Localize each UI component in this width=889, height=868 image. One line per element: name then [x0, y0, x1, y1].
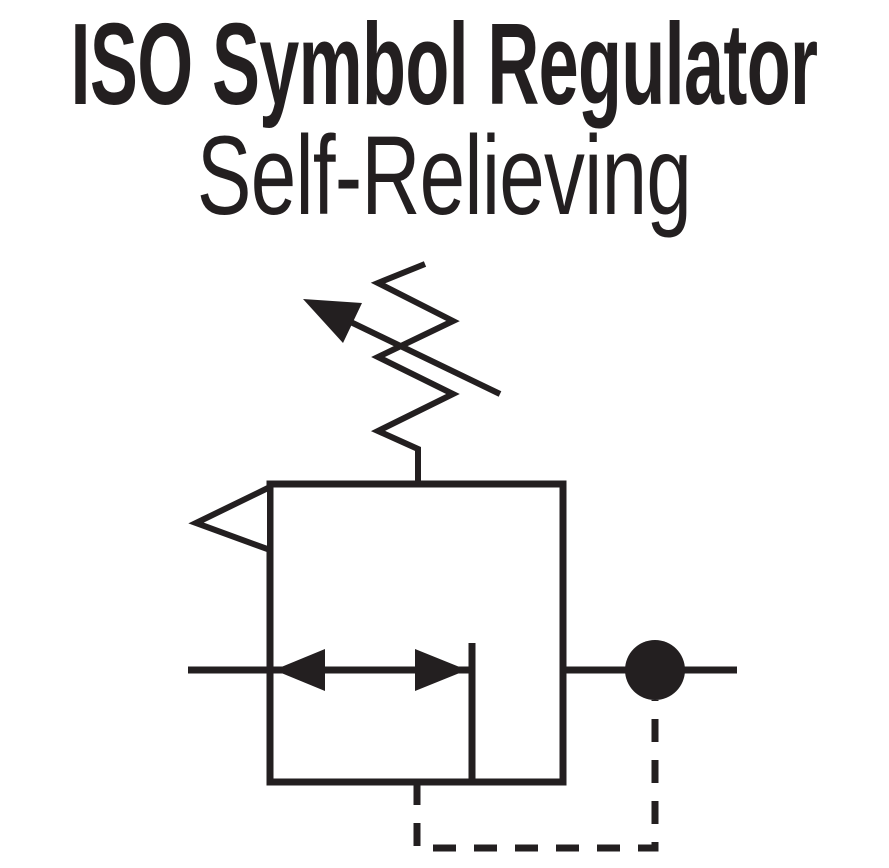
regulator-body	[266, 480, 567, 786]
spring-adjustment-arrow-icon	[303, 299, 362, 343]
adjustable-spring-icon	[370, 261, 460, 484]
flow-arrow-left-icon	[274, 649, 325, 691]
spring-adjustment-arrow-shaft	[330, 310, 502, 397]
page-subtitle: Self-Relieving	[196, 113, 692, 238]
relief-vent-triangle-icon	[188, 482, 273, 555]
pilot-sensing-line-dashed	[413, 700, 659, 852]
pilot-tap-circle-icon	[625, 640, 685, 700]
page-title: ISO Symbol Regulator	[70, 0, 818, 129]
flow-arrow-right-icon	[415, 649, 467, 691]
